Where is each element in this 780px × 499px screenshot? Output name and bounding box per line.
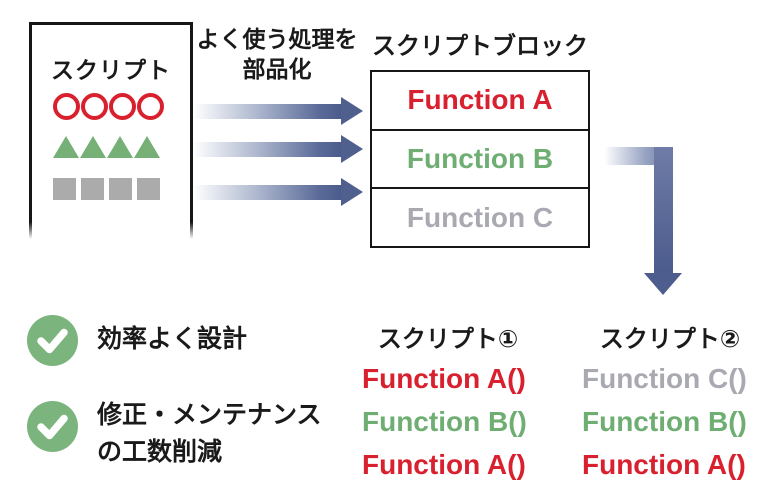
circle-icon [109,93,136,120]
function-row: Function A [372,72,588,131]
script-column-title: スクリプト① [377,326,519,353]
check-circle-icon [27,401,78,452]
benefit-text-design: 効率よく設計 [97,321,247,358]
circle-icon [53,93,80,120]
circle-icon [137,93,164,120]
benefit-text-maintenance: 修正・メンテナンス の工数削減 [97,397,322,471]
triangle-row [53,136,160,158]
function-call: Function B() [582,406,747,437]
triangle-icon [134,136,160,158]
triangle-icon [53,136,79,158]
function-call: Function B() [362,406,527,437]
triangle-icon [80,136,106,158]
elbow-arrow-head-icon [644,273,682,295]
arrow-right-1-head-icon [341,97,363,125]
triangle-icon [107,136,133,158]
square-row [53,178,160,200]
square-icon [53,178,76,200]
function-call: Function A() [582,449,746,480]
script-block-title: スクリプトブロック [372,33,588,60]
source-script-label: スクリプト [51,57,171,83]
script-column: スクリプト② Function C()Function B()Function … [582,319,758,486]
circle-icon [81,93,108,120]
arrow-right-1-body [193,104,341,119]
transform-label: よく使う処理を 部品化 [196,24,358,84]
square-icon [81,178,104,200]
benefit-2-line1: 修正・メンテナンス [97,401,322,429]
function-call: Function C() [582,363,747,394]
script-column-title: スクリプト② [599,326,741,353]
script-column: スクリプト① Function A()Function B()Function … [362,319,534,486]
transform-label-line2: 部品化 [242,56,312,82]
arrow-right-3-head-icon [341,178,363,206]
source-script-box: スクリプト [29,22,193,240]
arrow-right-2-head-icon [341,135,363,163]
function-row: Function C [406,201,554,233]
arrow-right-3-body [193,185,341,200]
benefit-1-line1: 効率よく設計 [97,325,248,353]
function-call: Function A() [362,363,526,394]
square-icon [137,178,160,200]
check-circle-icon [27,315,78,366]
elbow-arrow-vertical [654,147,673,274]
function-row: Function B [372,131,588,190]
arrow-right-2-body [193,142,341,157]
source-box-bottom-fade [26,222,196,242]
circle-row [53,93,164,120]
square-icon [109,178,132,200]
function-call: Function A() [362,449,526,480]
benefit-2-line2: の工数削減 [97,438,223,466]
script-call-list: Function A() Function B() Function A() [362,357,534,486]
script-call-list: Function C() Function B() Function A() [582,357,758,486]
transform-label-line1: よく使う処理を [196,26,358,52]
